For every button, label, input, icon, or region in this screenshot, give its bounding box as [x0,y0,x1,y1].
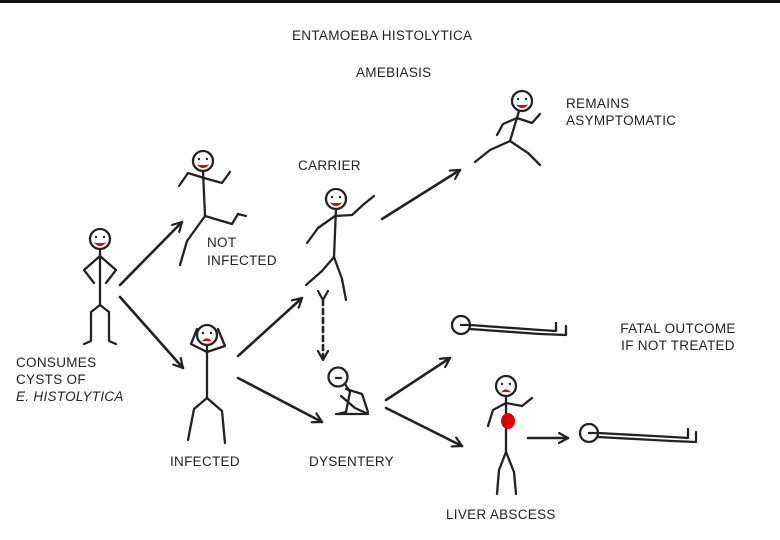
arrow-consumes-to-not-infected [120,222,182,285]
label-not-infected-line2: INFECTED [207,252,277,269]
arrow-infected-to-carrier [238,298,302,356]
person-infected [188,325,225,443]
label-dysentery: DYSENTERY [309,453,394,470]
liver-abscess-spot [501,413,515,429]
person-fatal-outcome-lower [580,424,696,442]
label-liver-abscess: LIVER ABSCESS [446,506,556,523]
diagram-title: ENTAMOEBA HISTOLYTICA [292,27,472,44]
label-consumes-line1: CONSUMES [16,354,96,371]
label-remains-line2: ASYMPTOMATIC [566,112,676,129]
person-carrier [306,189,374,300]
arrow-carrier-to-remains-asymptomatic [382,170,460,219]
arrow-infected-to-dysentery [238,378,322,422]
label-consumes-line2: CYSTS OF [16,371,86,388]
label-fatal-line1: FATAL OUTCOME [596,320,760,337]
label-carrier: CARRIER [298,157,361,174]
label-infected: INFECTED [170,453,240,470]
person-consuming-cysts [84,229,116,344]
label-consumes-line3: E. HISTOLYTICA [16,388,124,405]
arrow-dysentery-to-liver-abscess [386,408,462,446]
label-remains-line1: REMAINS [566,95,630,112]
arrow-consumes-to-infected [120,297,183,368]
arrow-dysentery-to-fatal-outcome [386,358,450,400]
diagram-subtitle: AMEBIASIS [356,64,431,81]
person-dysentery [329,368,369,415]
person-liver-abscess [488,376,532,494]
label-fatal-line2: IF NOT TREATED [596,337,760,354]
person-fatal-outcome-upper [452,316,566,335]
person-remains-asymptomatic [475,91,540,165]
label-not-infected-line1: NOT [207,234,236,251]
